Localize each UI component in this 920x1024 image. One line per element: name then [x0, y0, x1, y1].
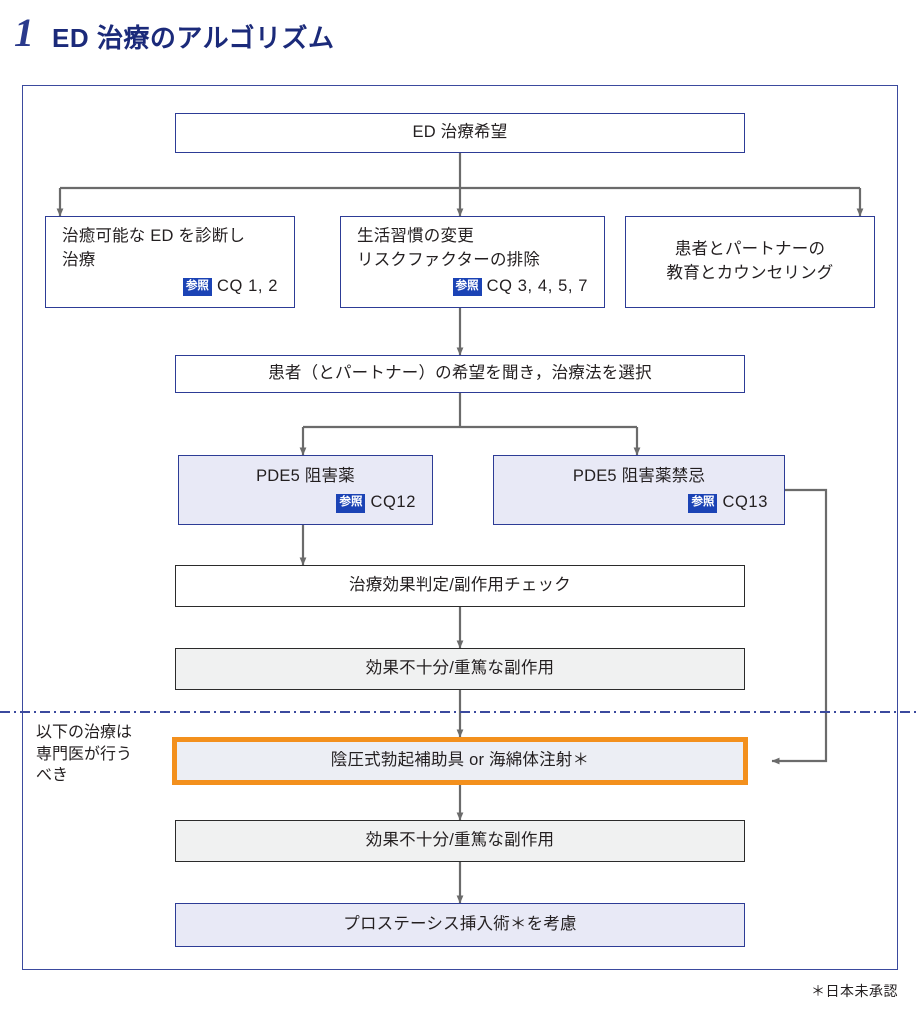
branch-3-line1: 患者とパートナーの [674, 240, 826, 259]
reference-badge: 参照 [688, 494, 718, 513]
pde5-contra-label: PDE5 阻害薬禁忌 [572, 467, 706, 486]
node-insufficient-effect-2-label: 効果不十分/重篤な副作用 [365, 831, 555, 850]
node-second-line-therapy[interactable]: 陰圧式勃起補助具 or 海綿体注射＊ [172, 737, 748, 785]
branch-1-line1: 治癒可能な ED を診断し [62, 227, 246, 246]
footnote: ＊日本未承認 [811, 983, 898, 999]
pde5-label: PDE5 阻害薬 [256, 467, 355, 486]
specialist-note-line3: べき [36, 767, 69, 785]
node-treatment-selection-label: 患者（とパートナー）の希望を聞き，治療法を選択 [268, 364, 652, 383]
branch-1-line2: 治療 [62, 251, 96, 270]
section-number: 1 [14, 10, 34, 55]
node-second-line-therapy-label: 陰圧式勃起補助具 or 海綿体注射＊ [330, 751, 590, 770]
node-branch-education[interactable]: 患者とパートナーの 教育とカウンセリング [625, 216, 875, 308]
branch-1-cq: CQ 1, 2 [216, 276, 278, 295]
node-prosthesis-implant-label: プロステーシス挿入術＊を考慮 [343, 915, 577, 934]
branch-3-line2: 教育とカウンセリング [666, 264, 834, 282]
node-effect-evaluation[interactable]: 治療効果判定/副作用チェック [175, 565, 745, 607]
branch-2-line2: リスクファクターの排除 [357, 251, 541, 270]
reference-badge: 参照 [452, 277, 482, 297]
pde5-cq: CQ12 [370, 493, 416, 511]
node-start[interactable]: ED 治療希望 [175, 113, 745, 153]
node-insufficient-effect-1[interactable]: 効果不十分/重篤な副作用 [175, 648, 745, 690]
node-prosthesis-implant[interactable]: プロステーシス挿入術＊を考慮 [175, 903, 745, 947]
page-title: ED 治療のアルゴリズム [52, 22, 335, 53]
node-insufficient-effect-2[interactable]: 効果不十分/重篤な副作用 [175, 820, 745, 862]
node-start-label: ED 治療希望 [412, 123, 508, 142]
node-effect-evaluation-label: 治療効果判定/副作用チェック [349, 576, 571, 595]
branch-2-line1: 生活習慣の変更 [357, 227, 474, 246]
branch-2-cq: CQ 3, 4, 5, 7 [486, 276, 588, 295]
specialist-note-line2: 専門医が行う [36, 745, 133, 763]
specialist-note: 以下の治療は 専門医が行う べき [36, 722, 166, 787]
node-treatment-selection[interactable]: 患者（とパートナー）の希望を聞き，治療法を選択 [175, 355, 745, 393]
reference-badge: 参照 [336, 494, 366, 513]
reference-badge: 参照 [182, 277, 212, 297]
specialist-note-line1: 以下の治療は [36, 724, 133, 741]
node-insufficient-effect-1-label: 効果不十分/重篤な副作用 [365, 659, 555, 678]
page-header: 1 ED 治療のアルゴリズム [0, 8, 920, 64]
pde5-contra-cq: CQ13 [722, 493, 768, 511]
